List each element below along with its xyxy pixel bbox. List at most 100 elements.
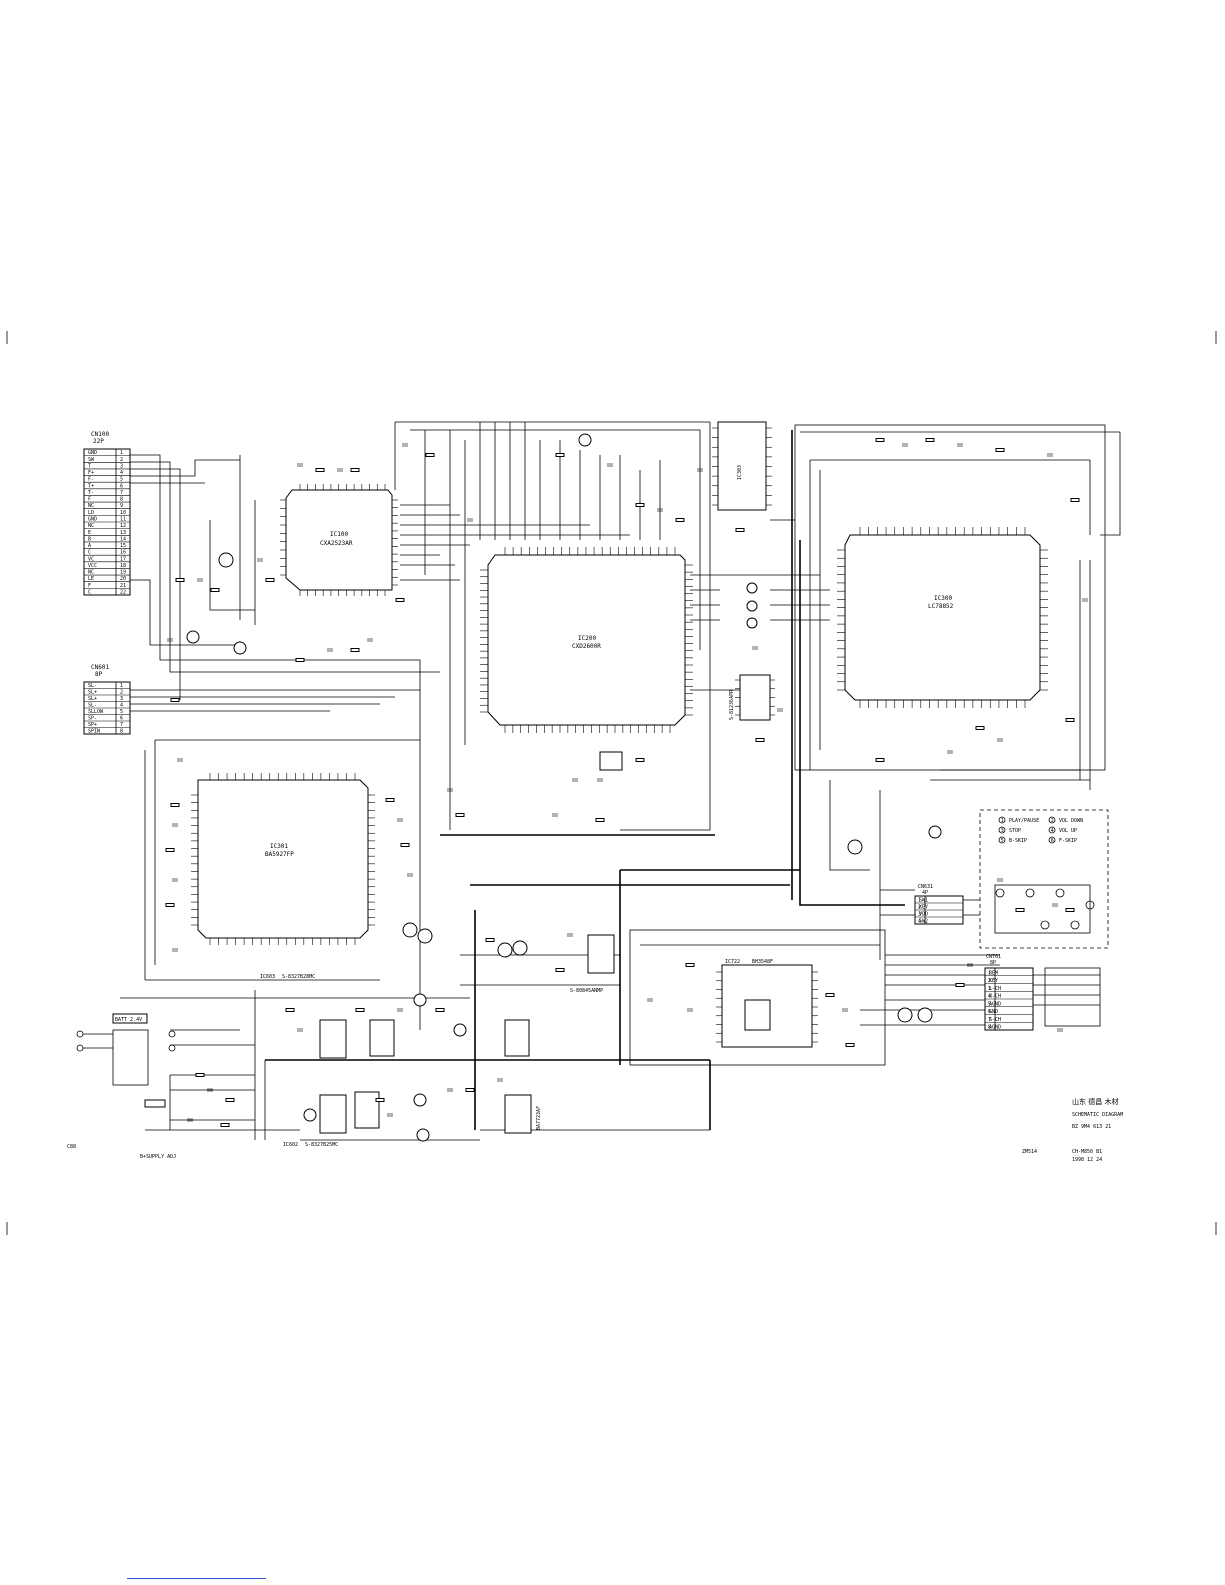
ic722-part: BH3548F [752, 959, 773, 965]
resistor-symbol [285, 1008, 295, 1012]
connector-pin-number: 1 [120, 450, 123, 456]
connector-pin-number: 22 [120, 590, 126, 596]
resistor-symbol [355, 1008, 365, 1012]
resistor-symbol [825, 993, 835, 997]
resistor-symbol [875, 438, 885, 442]
connector-pin-number: 3 [988, 986, 991, 992]
connector-pin-number: 19 [120, 570, 126, 576]
connector-signal-label: KEY [989, 978, 998, 984]
connector-pin-number: 7 [120, 722, 123, 728]
key-number: 5 [1001, 838, 1004, 844]
connector-signal-label: S-CH [989, 1017, 1001, 1023]
key-number: 4 [1051, 828, 1054, 834]
connector-signal-label: F [88, 583, 91, 589]
connector-pin-number: 7 [988, 1017, 991, 1023]
key-number: 6 [1051, 838, 1054, 844]
connector-signal-label: NC [88, 523, 94, 529]
connector-signal-label: VC [88, 556, 94, 562]
model-left: ZM514 [1022, 1149, 1037, 1155]
ic301-ref: IC301 [270, 843, 288, 850]
connector-signal-label: SW1 [919, 898, 928, 904]
bottom-note: B+SUPPLY ADJ [140, 1154, 176, 1160]
cn631-ref: CN631 [918, 884, 933, 890]
ic301-chip: IC301 BA5927FP [197, 779, 369, 939]
title-block: 山东 德昌 木材 SCHEMATIC DIAGRAM BZ 9M4 613 21… [67, 1097, 1123, 1163]
connector-pin-number: 9 [120, 503, 123, 509]
connector-signal-label: GND [88, 517, 97, 523]
key-function-label: PLAY/PAUSE [1009, 818, 1039, 824]
resistor-symbol [350, 648, 360, 652]
footer-link-underline[interactable] [127, 1578, 266, 1579]
connector-pin-number: 6 [988, 1009, 991, 1015]
connector-signal-label: SLLOW [88, 709, 104, 715]
connector-signal-label: SPIN [88, 729, 100, 735]
resistor-symbol [485, 938, 495, 942]
ic300-part: LC78852 [928, 603, 954, 610]
resistor-symbol [425, 453, 435, 457]
connector-signal-label: SP- [88, 716, 97, 722]
connector-signal-label: SW [88, 457, 95, 463]
key-function-label: F-SKIP [1059, 838, 1077, 844]
connector-pin-number: 2 [918, 905, 921, 911]
connector-pin-number: 8 [120, 729, 123, 735]
connector-pin-number: 16 [120, 550, 126, 556]
connector-pin-number: 1 [988, 970, 991, 976]
ic603-chip: IC603 S-8327B28MC [260, 974, 347, 1059]
connector-pin-number: 5 [988, 1001, 991, 1007]
key-number: 1 [1001, 818, 1004, 824]
key-function-label: VOL DOWN [1059, 818, 1083, 824]
connector-signal-label: SL+ [88, 690, 97, 696]
connector-signal-label: LE [88, 576, 94, 582]
connector-pin-number: 4 [120, 470, 123, 476]
ic300-ref: IC300 [934, 595, 952, 602]
document-title: SCHEMATIC DIAGRAM [1072, 1112, 1123, 1118]
connector-signal-label: SW2 [919, 919, 928, 925]
cn601-pins: 8P [95, 671, 103, 678]
resistor-symbol [165, 848, 175, 852]
connector-pin-number: 3 [918, 912, 921, 918]
resistor-symbol [1015, 908, 1025, 912]
connector-pin-number: 3 [120, 696, 123, 702]
connector-signal-label: REM [989, 970, 998, 976]
connector-pin-number: 15 [120, 543, 126, 549]
resistor-symbol [170, 698, 180, 702]
resistor-symbol [1070, 498, 1080, 502]
key-function-label: STOP [1009, 828, 1021, 834]
cn701-pins: 8P [990, 960, 996, 966]
ic302-ref: S-81236APR [729, 689, 735, 720]
key-number-circle [998, 826, 1006, 834]
key-number: 2 [1051, 818, 1054, 824]
connector-signal-label: SL- [88, 683, 97, 689]
connector-pin-number: 21 [120, 583, 126, 589]
ic602-chip: IC602 S-8327B25MC [283, 1094, 347, 1148]
connector-signal-label: T- [88, 490, 94, 496]
resistor-symbol [435, 1008, 445, 1012]
connector-signal-label: SP+ [88, 722, 97, 728]
ic605-part: S-80845ANMP [570, 988, 603, 994]
resistor-symbol [635, 758, 645, 762]
connector-signal-label: R-CH [989, 994, 1001, 1000]
ic604-part: BA7723AF [536, 1106, 542, 1130]
connector-signal-label: F- [88, 477, 94, 483]
connector-signal-label: C [88, 550, 91, 556]
connector-pin-number: 11 [120, 517, 126, 523]
resistor-symbol [925, 438, 935, 442]
connector-pin-number: 10 [120, 510, 126, 516]
transistors [186, 433, 942, 1142]
battery-section: BATT 2.4V [76, 1013, 176, 1108]
resistor-symbol [995, 448, 1005, 452]
cn100-ref: CN100 [91, 431, 109, 438]
passive-components [165, 427, 1088, 1127]
key-number-circle [998, 836, 1006, 844]
resistor-symbol [1065, 908, 1075, 912]
connector-pin-number: 2 [988, 978, 991, 984]
connector-pin-number: 18 [120, 563, 126, 569]
ic200-chip: IC200 CXD2600R [487, 554, 686, 726]
connector-pin-number: 14 [120, 536, 126, 542]
connector-pin-number: 12 [120, 523, 126, 529]
connector-signal-label: AGND [989, 1025, 1001, 1031]
ic303-ref: IC303 [737, 465, 743, 480]
resistor-symbol [555, 968, 565, 972]
